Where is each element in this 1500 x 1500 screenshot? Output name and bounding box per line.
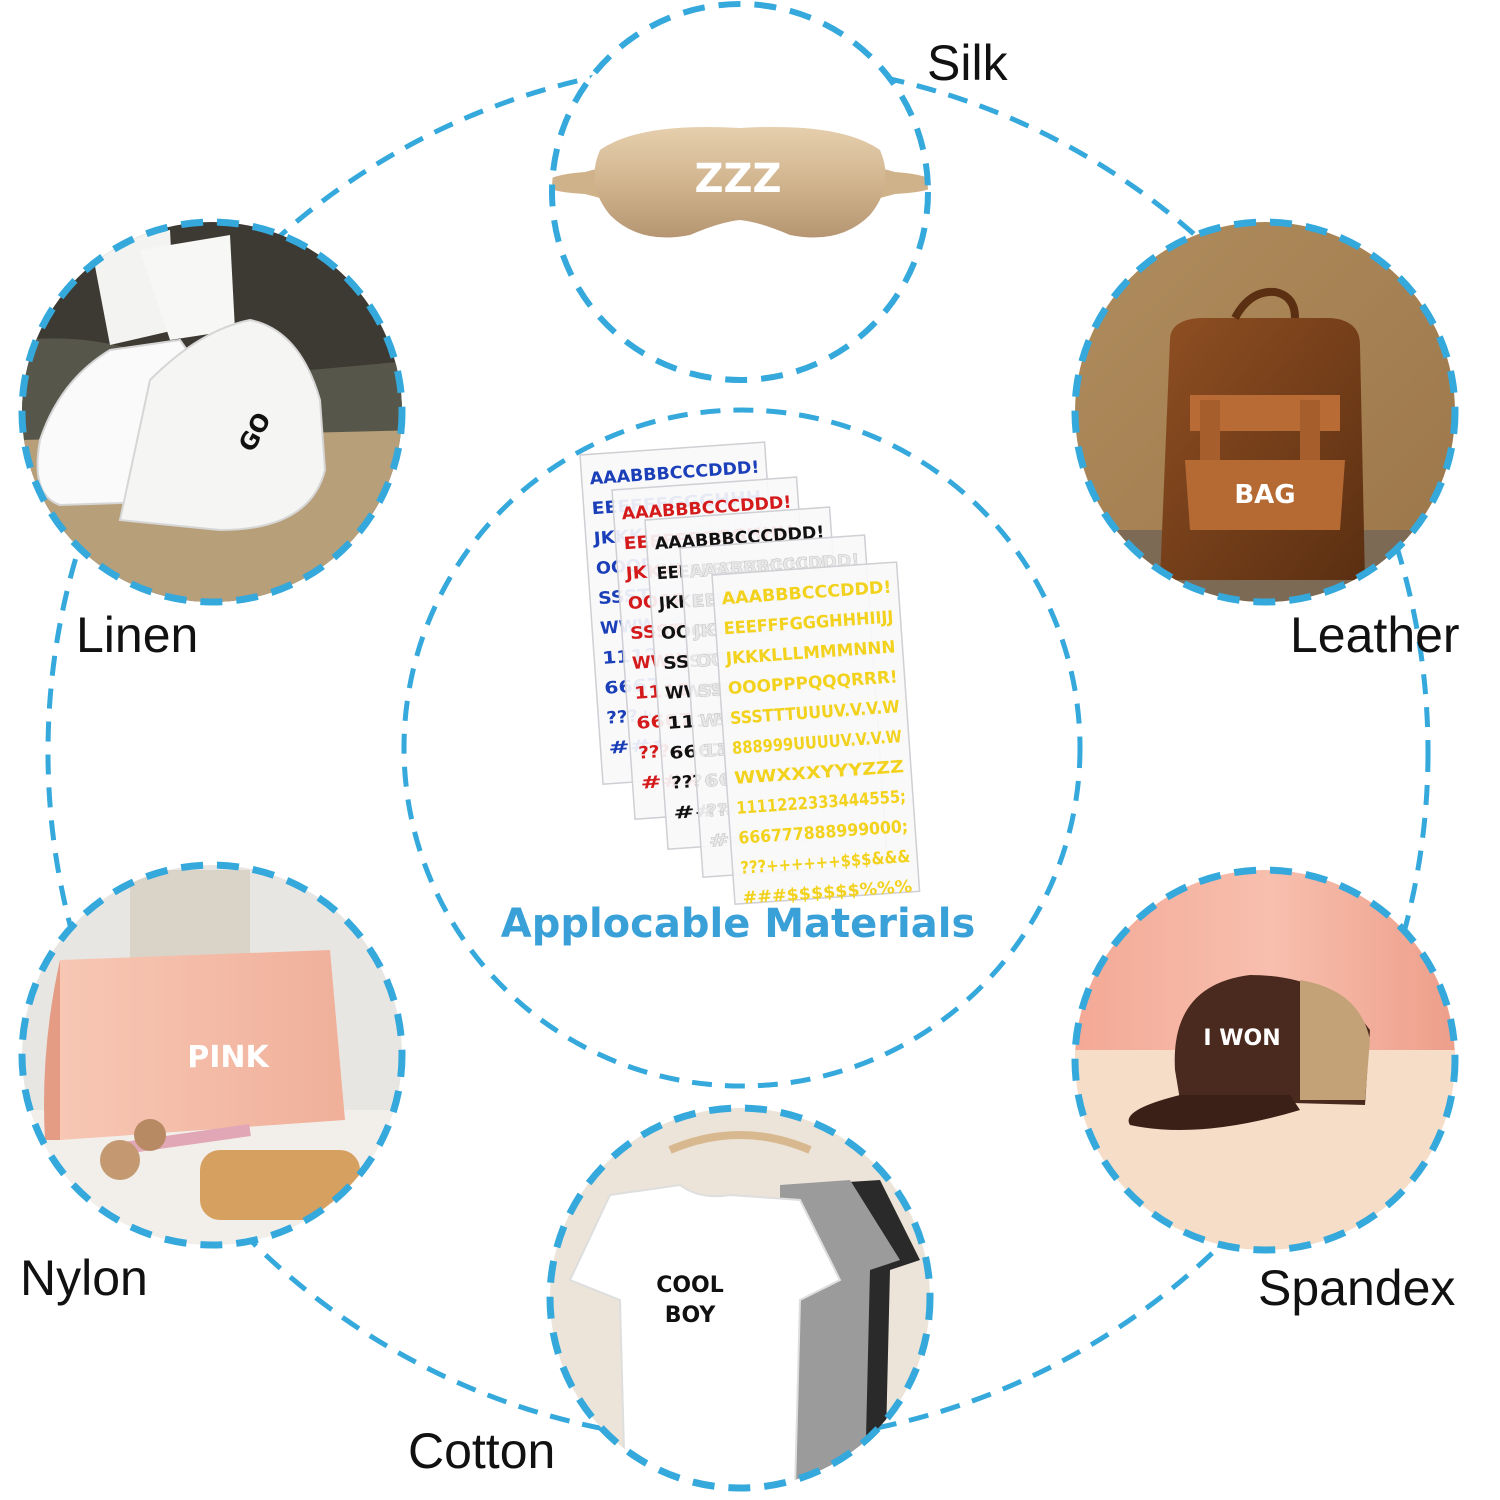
label-leather: Leather [1290, 607, 1460, 663]
cotton-circle: COOL BOY [546, 1104, 934, 1492]
cotton-print-line1: COOL [656, 1273, 724, 1298]
label-cotton: Cotton [408, 1423, 555, 1479]
page-title: Applocable Materials [501, 901, 976, 947]
cotton-print-line2: BOY [665, 1303, 717, 1328]
silk-print-text: ZZZ [694, 156, 781, 202]
sleep-mask [594, 126, 886, 238]
sticker-sheets: AAABBBCCCDDD!EEEFFFGGGHHHJKKKLLLMMMNNOOO… [579, 441, 921, 909]
nylon-circle: PINK [18, 861, 406, 1249]
label-nylon: Nylon [20, 1250, 148, 1306]
label-spandex: Spandex [1258, 1260, 1455, 1316]
center-dashed-ring [401, 407, 1083, 1089]
backpack [1160, 318, 1365, 580]
label-linen: Linen [76, 607, 198, 663]
sheet-backing [711, 561, 921, 905]
label-silk: Silk [927, 35, 1009, 91]
nylon-print-text: PINK [187, 1040, 270, 1075]
leather-circle: BAG [1071, 218, 1459, 606]
silk-circle: ZZZ [549, 1, 931, 383]
spandex-print-text: I WON [1203, 1026, 1280, 1051]
t-shirt [568, 1183, 842, 1488]
cosmetic-bag [60, 950, 345, 1140]
sticker-sheet: AAABBBCCCDDD!EEEFFFGGGHHHIIJJJKKKLLLMMMN… [711, 561, 921, 909]
spandex-circle: I WON [1071, 866, 1459, 1254]
linen-circle: GO [18, 218, 406, 606]
leather-print-text: BAG [1234, 480, 1295, 510]
